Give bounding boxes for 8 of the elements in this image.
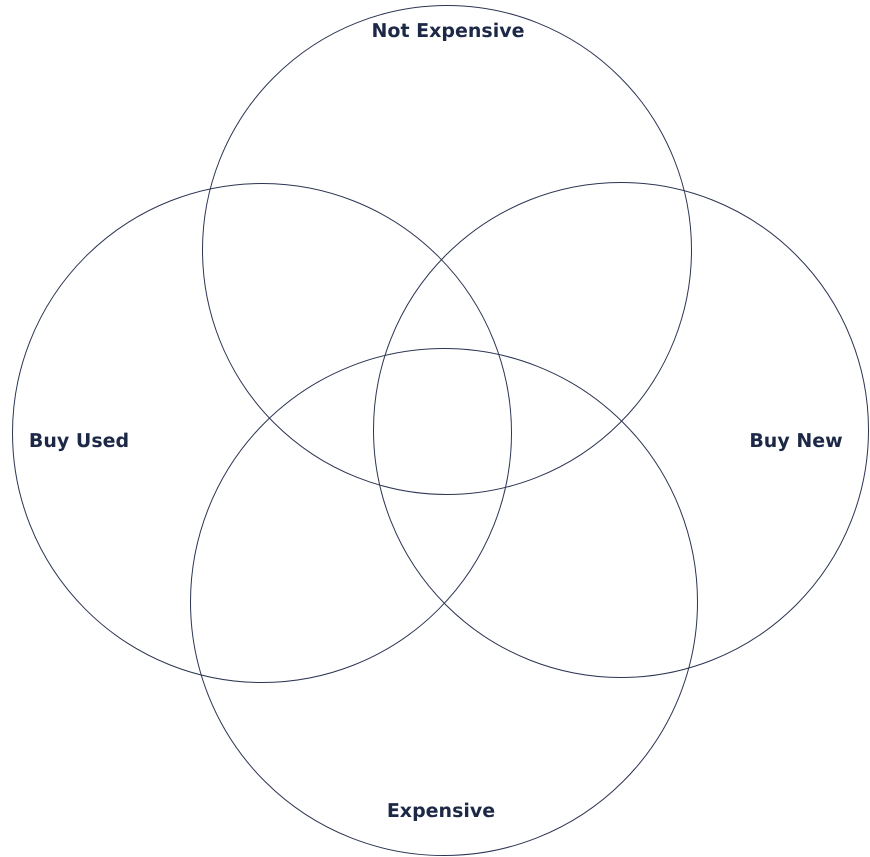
set-label: Not Expensive [372, 20, 524, 42]
set-label: Buy New [749, 430, 843, 452]
venn-circle [12, 183, 512, 683]
venn-circle [373, 182, 869, 678]
venn-circle [202, 5, 692, 495]
venn-circle [190, 348, 698, 856]
set-label: Expensive [386, 800, 496, 822]
set-label: Buy Used [28, 430, 130, 452]
